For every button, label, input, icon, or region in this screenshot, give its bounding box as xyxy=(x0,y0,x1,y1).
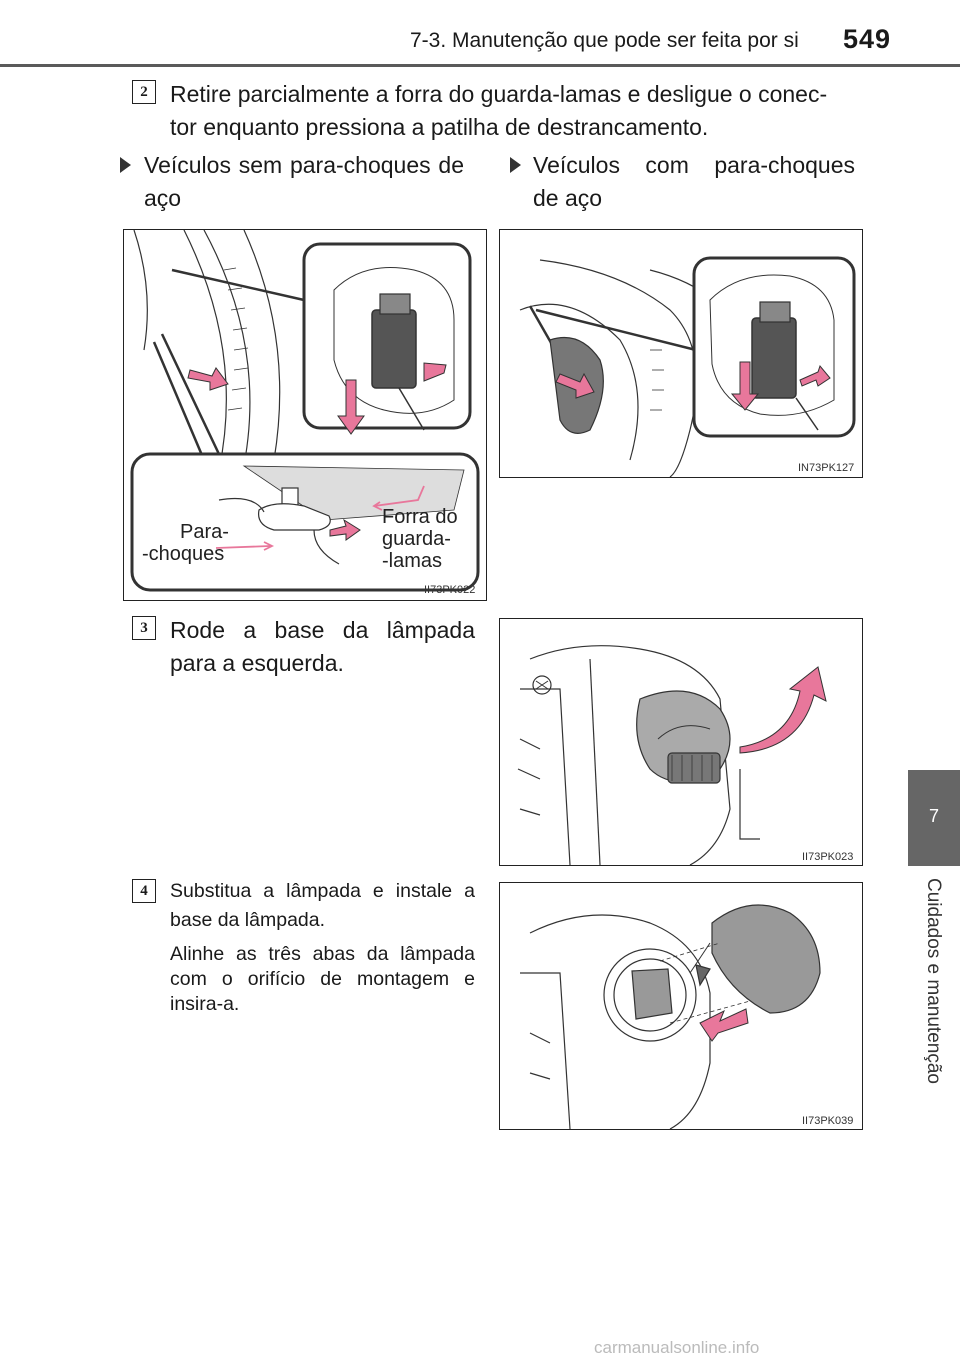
left-heading-line2: aço xyxy=(144,185,182,211)
step4-note-line2: com o orifício de montagem e xyxy=(170,968,475,990)
figure-code: II73PK023 xyxy=(802,851,854,863)
step4-text-line1: Substitua a lâmpada e instale a xyxy=(170,880,475,902)
figure-code: II73PK039 xyxy=(802,1115,854,1127)
step-number-4: 4 xyxy=(132,879,156,903)
step2-text-line2: tor enquanto pressiona a patilha de dest… xyxy=(170,114,709,140)
step3-text-line2: para a esquerda. xyxy=(170,650,344,676)
step-number-3: 3 xyxy=(132,616,156,640)
step4-text-line2: base da lâmpada. xyxy=(170,909,326,931)
left-heading-line1: Veículos sem para-choques de xyxy=(144,152,464,178)
header-rule xyxy=(0,64,960,67)
chapter-tab xyxy=(908,770,960,866)
figure-connector-steel-bumper: IN73PK127 xyxy=(499,229,863,478)
step-number-2: 2 xyxy=(132,80,156,104)
chapter-label: Cuidados e manutenção xyxy=(923,878,944,1084)
bullet-triangle-icon xyxy=(120,157,131,173)
label-liner-3: -lamas xyxy=(382,550,443,572)
step3-text-line1: Rode a base da lâmpada xyxy=(170,617,475,643)
label-liner-1: Forra do xyxy=(382,506,458,528)
bullet-triangle-icon xyxy=(510,157,521,173)
page-number: 549 xyxy=(843,24,892,54)
figure-install-bulb: II73PK039 xyxy=(499,882,863,1130)
figure-code: IN73PK127 xyxy=(798,462,855,474)
label-bumper-2: -choques xyxy=(142,543,225,565)
label-liner-2: guarda- xyxy=(382,528,451,550)
right-heading-line1: Veículos com para-choques xyxy=(533,152,855,178)
label-bumper-1: Para- xyxy=(180,521,229,543)
step4-note-line1: Alinhe as três abas da lâmpada xyxy=(170,943,475,965)
figure-connector-no-steel-bumper: Para- -choques Forra do guarda- -lamas I… xyxy=(123,229,487,601)
step2-text-line1: Retire parcialmente a forra do guarda-la… xyxy=(170,81,828,107)
chapter-number: 7 xyxy=(928,806,939,826)
step4-note-line3: insira-a. xyxy=(170,993,240,1015)
running-header-title: 7-3. Manutenção que pode ser feita por s… xyxy=(410,29,799,52)
figure-rotate-bulb-base: II73PK023 xyxy=(499,618,863,866)
figure-code: II73PK022 xyxy=(424,584,476,596)
right-heading-line2: de aço xyxy=(533,185,603,211)
watermark: carmanualsonline.info xyxy=(594,1338,760,1357)
